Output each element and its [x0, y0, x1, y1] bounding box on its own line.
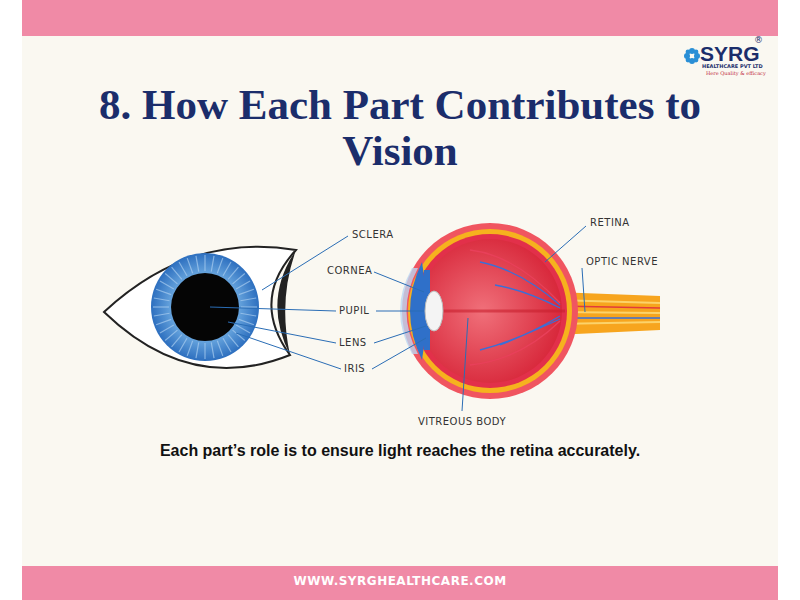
part-label: IRIS	[344, 363, 365, 374]
panel-ground	[22, 0, 778, 600]
iris-ray	[236, 281, 250, 289]
caption: Each part’s role is to ensure light reac…	[20, 442, 780, 460]
page-title: 8. How Each Part Contributes to Vision	[40, 82, 760, 174]
iris-ray	[160, 281, 174, 289]
iris-ray	[217, 341, 222, 356]
iris-ray	[153, 306, 169, 307]
iris-ray	[239, 319, 254, 324]
top-band	[22, 0, 778, 36]
iris-ray	[196, 342, 199, 358]
iris-ray	[179, 338, 187, 352]
part-label: SCLERA	[352, 229, 394, 240]
iris-ray	[228, 267, 238, 279]
logo-tagline: Here Quality & efficacy	[706, 71, 766, 77]
iris-ray	[240, 298, 256, 301]
iris-ray	[187, 258, 192, 273]
iris-ray	[239, 289, 254, 294]
logo-text: SYRG	[700, 42, 760, 65]
bottom-band	[22, 566, 778, 600]
front-eye	[104, 247, 296, 368]
iris-ray	[156, 289, 171, 294]
iris-ray	[160, 325, 174, 333]
iris-ray	[187, 341, 192, 356]
iris-ray	[211, 342, 214, 358]
iris-ray	[223, 262, 231, 276]
logo-subtitle: HEALTHCARE PVT LTD	[702, 64, 763, 70]
registered-mark: ®	[754, 36, 763, 46]
part-label: PUPIL	[339, 305, 369, 316]
iris-ray	[223, 338, 231, 352]
iris-ray	[172, 267, 182, 279]
part-label: CORNEA	[327, 265, 372, 276]
iris-ray	[196, 256, 199, 272]
iris-ray	[233, 274, 245, 284]
iris-ray	[204, 255, 205, 271]
iris-ray	[211, 256, 214, 272]
leader-lines	[210, 226, 586, 411]
iris-ray	[172, 335, 182, 347]
iris-ray	[154, 313, 170, 316]
part-label: LENS	[339, 337, 367, 348]
iris-ray	[240, 313, 256, 316]
iris-ray	[217, 258, 222, 273]
eye-cross-section	[400, 223, 660, 399]
iris-ray	[165, 330, 177, 340]
logo-icon	[684, 48, 700, 64]
iris-ray	[165, 274, 177, 284]
part-label: VITREOUS BODY	[418, 416, 506, 427]
website-url: WWW.SYRGHEALTHCARE.COM	[293, 575, 506, 588]
iris-ray	[241, 306, 257, 307]
iris-ray	[154, 298, 170, 301]
part-label: OPTIC NERVE	[586, 256, 658, 267]
iris-ray	[179, 262, 187, 276]
iris-ray	[156, 319, 171, 324]
part-label: RETINA	[590, 217, 630, 228]
iris-ray	[228, 335, 238, 347]
iris-ray	[204, 343, 205, 359]
